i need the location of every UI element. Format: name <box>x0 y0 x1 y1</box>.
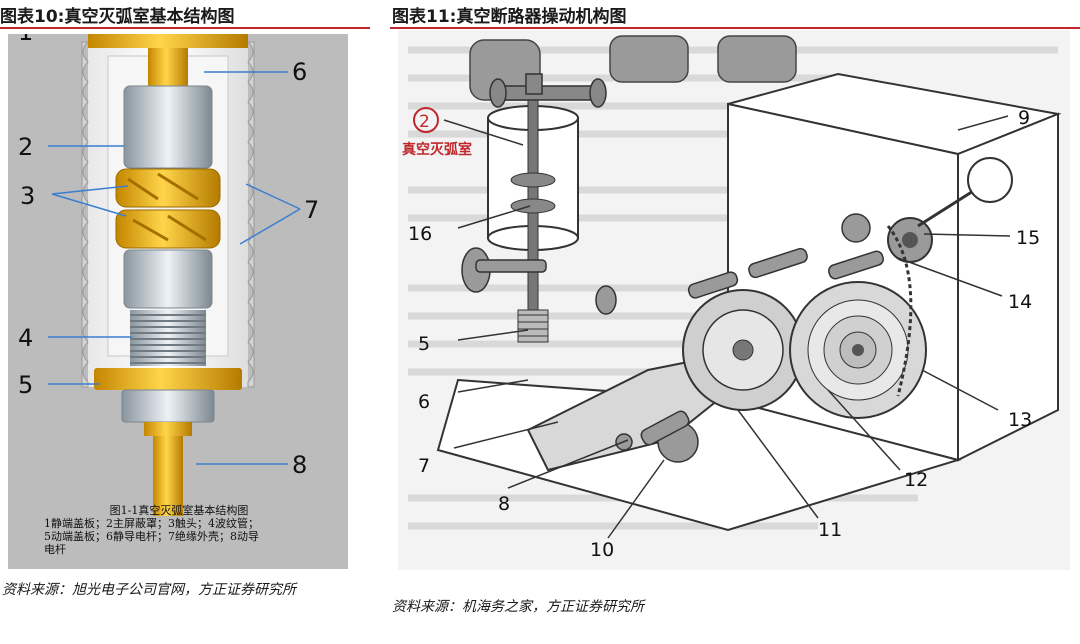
top-connector <box>489 73 607 108</box>
callout-9: 9 <box>1018 107 1030 129</box>
caption-title: 图1-1真空灭弧室基本结构图 <box>109 504 249 517</box>
callout-8-right: 8 <box>498 493 510 515</box>
callout-6-right: 6 <box>418 391 430 413</box>
contacts <box>115 168 221 249</box>
cam-disc <box>682 289 804 411</box>
sprocket <box>841 213 933 397</box>
lower-collar <box>123 249 213 309</box>
upper-collar <box>123 85 213 169</box>
side-cylinders <box>461 247 617 315</box>
callout-6: 6 <box>292 58 307 86</box>
static-conductive-rod <box>148 48 188 88</box>
left-figure-title: 图表10:真空灭弧室基本结构图 <box>0 7 235 27</box>
static-end-plate <box>88 34 248 48</box>
back-cylinders <box>469 35 797 101</box>
caption-line-3: 电杆 <box>44 543 66 556</box>
callout-15: 15 <box>1016 227 1040 249</box>
callout-8: 8 <box>292 451 307 479</box>
callout-1: 1 <box>18 34 33 46</box>
vacuum-interrupter-red-label: 真空灭弧室 <box>402 141 472 158</box>
closing-spring <box>789 281 927 419</box>
bellows <box>130 310 206 366</box>
left-diagram-caption: 图1-1真空灭弧室基本结构图 1静端盖板；2主屏蔽罩；3触头；4波纹管； 5动端… <box>44 504 314 556</box>
leader-lines-right <box>443 115 1011 539</box>
callout-3: 3 <box>20 182 35 210</box>
left-source-note: 资料来源：旭光电子公司官网，方正证券研究所 <box>2 582 296 598</box>
caption-line-2: 5动端盖板；6静导电杆；7绝缘外壳；8动导 <box>44 530 259 543</box>
callout-13: 13 <box>1008 409 1032 431</box>
right-source-note: 资料来源：机海务之家，方正证券研究所 <box>392 599 644 615</box>
right-figure-title: 图表11:真空断路器操动机构图 <box>392 7 627 27</box>
operating-mechanism-svg: 2 真空灭弧室 9 16 15 14 5 6 13 7 <box>402 35 1062 561</box>
moving-end-plate <box>94 368 242 390</box>
callout-7: 7 <box>304 196 319 224</box>
vacuum-interrupter <box>487 99 579 343</box>
moving-conductive-rod <box>153 436 183 516</box>
operating-mechanism-diagram: 2 真空灭弧室 9 16 15 14 5 6 13 7 <box>398 30 1070 570</box>
red-callout-circle <box>413 107 439 133</box>
left-title-rule <box>0 27 370 29</box>
leader-lines <box>48 71 301 465</box>
right-title-rule <box>390 27 1080 29</box>
shafts <box>615 247 884 463</box>
callout-10: 10 <box>590 539 614 561</box>
vacuum-interrupter-diagram: 1 2 3 4 5 6 7 8 图1-1真空灭弧室基本结构图 1静端盖板；2主屏… <box>8 34 348 569</box>
callout-12: 12 <box>904 469 928 491</box>
callout-14: 14 <box>1008 291 1032 313</box>
callout-7-right: 7 <box>418 455 430 477</box>
callout-2-red: 2 <box>419 112 430 132</box>
caption-line-1: 1静端盖板；2主屏蔽罩；3触头；4波纹管； <box>44 517 259 530</box>
callout-11: 11 <box>818 519 842 541</box>
callout-4: 4 <box>18 324 33 352</box>
vacuum-interrupter-svg: 1 2 3 4 5 6 7 8 <box>18 34 319 516</box>
callout-16: 16 <box>408 223 432 245</box>
lower-flange <box>121 389 215 423</box>
callout-5-right: 5 <box>418 333 430 355</box>
charging-handle <box>917 157 1013 228</box>
callout-5: 5 <box>18 371 33 399</box>
callout-2: 2 <box>18 133 33 161</box>
